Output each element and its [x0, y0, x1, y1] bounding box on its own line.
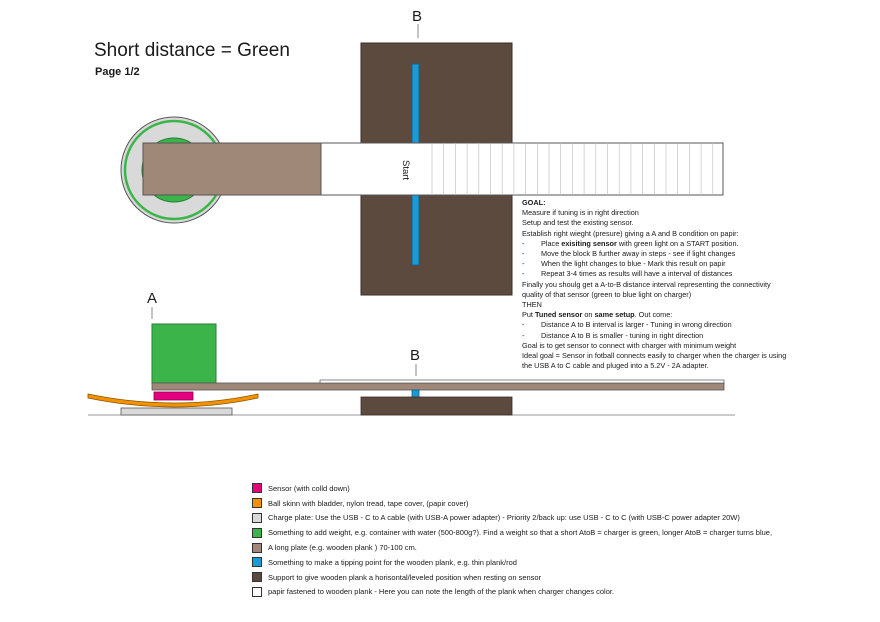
label-a-side: A: [147, 290, 158, 307]
legend-item-paper: papir fastened to wooden plank - Here yo…: [252, 585, 772, 600]
paper-side: [319, 379, 725, 384]
page-number: Page 1/2: [95, 66, 140, 78]
goal-line: Setup and test the existing sensor.: [522, 218, 634, 228]
legend-item-ball: Ball skinn with bladder, nylon tread, ta…: [252, 496, 772, 511]
plank-top: [142, 142, 322, 196]
goal-instructions: GOAL: Measure if tuning is in right dire…: [522, 198, 842, 371]
label-b-side: B: [410, 347, 421, 364]
legend-item-sensor: Sensor (with colld down): [252, 481, 772, 496]
goal-line: the USB A to C cable and pluged into a 5…: [522, 361, 709, 371]
legend-swatch: [252, 557, 262, 568]
page-title: Short distance = Green: [94, 40, 290, 61]
goal-step: -Move the block B further away in steps …: [522, 249, 736, 259]
legend-item-plank: A long plate (e.g. wooden plank ) 70-100…: [252, 540, 772, 555]
tipping-rod-side: [411, 389, 420, 398]
goal-line: Finally you shoulg get a A-to-B distance…: [522, 279, 771, 289]
goal-put-line: Put Tuned sensor on same setup. Out come…: [522, 310, 673, 320]
goal-heading: GOAL:: [522, 198, 546, 207]
support-block-b-side: [360, 396, 513, 416]
charge-plate-side: [120, 407, 233, 416]
legend: Sensor (with colld down) Ball skinn with…: [252, 481, 772, 599]
goal-step: -When the light changes to blue - Mark t…: [522, 259, 726, 269]
goal-outcome: -Distance A to B is smaller - tuning in …: [522, 330, 704, 340]
goal-line: Goal is to get sensor to connect with ch…: [522, 340, 737, 350]
goal-step: -Place exisiting sensor with green light…: [522, 238, 739, 248]
legend-swatch: [252, 483, 262, 494]
plank-side: [151, 382, 725, 391]
goal-line: Ideal goal = Sensor in fotball connects …: [522, 351, 787, 361]
start-label: Start: [399, 150, 411, 190]
goal-then: THEN: [522, 300, 542, 310]
legend-item-tipping: Something to make a tipping point for th…: [252, 555, 772, 570]
paper-ruler-marks: [431, 143, 714, 195]
legend-swatch: [252, 498, 262, 509]
goal-line: Measure if tuning is in right direction: [522, 208, 639, 218]
legend-swatch: [252, 586, 262, 597]
paper-strip-top: [320, 142, 724, 196]
sensor-side: [153, 391, 194, 401]
goal-step: -Repeat 3-4 times as results will have a…: [522, 269, 733, 279]
goal-line: quality of that sensor (green to blue li…: [522, 289, 692, 299]
legend-item-weight: Something to add weight, e.g. container …: [252, 525, 772, 540]
legend-item-charge-plate: Charge plate: Use the USB - C to A cable…: [252, 511, 772, 526]
ball-skin-side: [87, 393, 259, 408]
goal-line: Establish right wieght (presure) giving …: [522, 228, 739, 238]
weight-side: [151, 323, 217, 384]
legend-swatch: [252, 572, 262, 583]
legend-swatch: [252, 512, 262, 523]
legend-item-support: Support to give wooden plank a horisonta…: [252, 570, 772, 585]
goal-outcome: -Distance A to B interval is larger - Tu…: [522, 320, 732, 330]
label-b-top: B: [412, 8, 423, 25]
legend-swatch: [252, 527, 262, 538]
legend-swatch: [252, 542, 262, 553]
